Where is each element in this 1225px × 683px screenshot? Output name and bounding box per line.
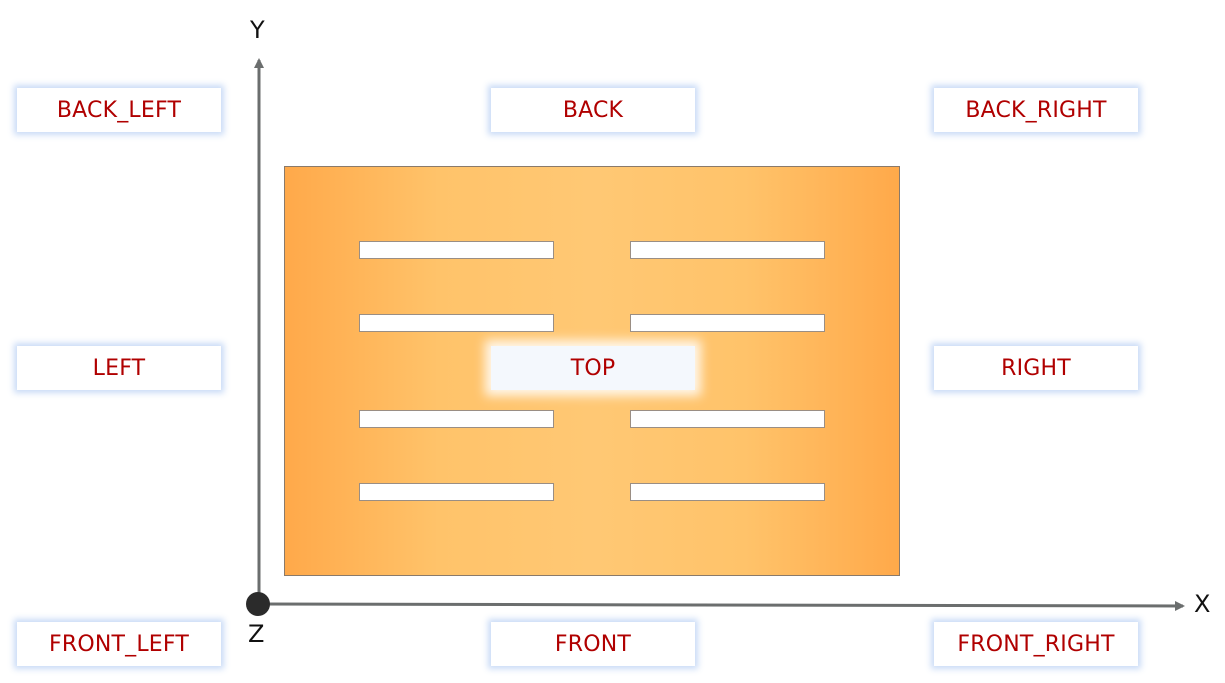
position-left: LEFT: [17, 346, 221, 390]
x-axis-label: X: [1194, 590, 1211, 618]
x-axis-line: [258, 600, 1185, 611]
position-front-right: FRONT_RIGHT: [934, 622, 1138, 666]
position-back: BACK: [491, 88, 695, 132]
board-slot: [630, 314, 825, 332]
board-slot: [630, 483, 825, 501]
board-slot: [359, 483, 554, 501]
position-back-left: BACK_LEFT: [17, 88, 221, 132]
board-slot: [359, 410, 554, 428]
z-axis-label: Z: [248, 620, 265, 648]
board-slot: [359, 314, 554, 332]
board-slot: [630, 410, 825, 428]
y-axis-label: Y: [250, 16, 265, 44]
position-front: FRONT: [491, 622, 695, 666]
position-back-right: BACK_RIGHT: [934, 88, 1138, 132]
position-front-left: FRONT_LEFT: [17, 622, 221, 666]
board-slot: [359, 241, 554, 259]
origin-point: [246, 592, 270, 616]
position-right: RIGHT: [934, 346, 1138, 390]
board-slot: [630, 241, 825, 259]
position-top: TOP: [491, 346, 695, 390]
